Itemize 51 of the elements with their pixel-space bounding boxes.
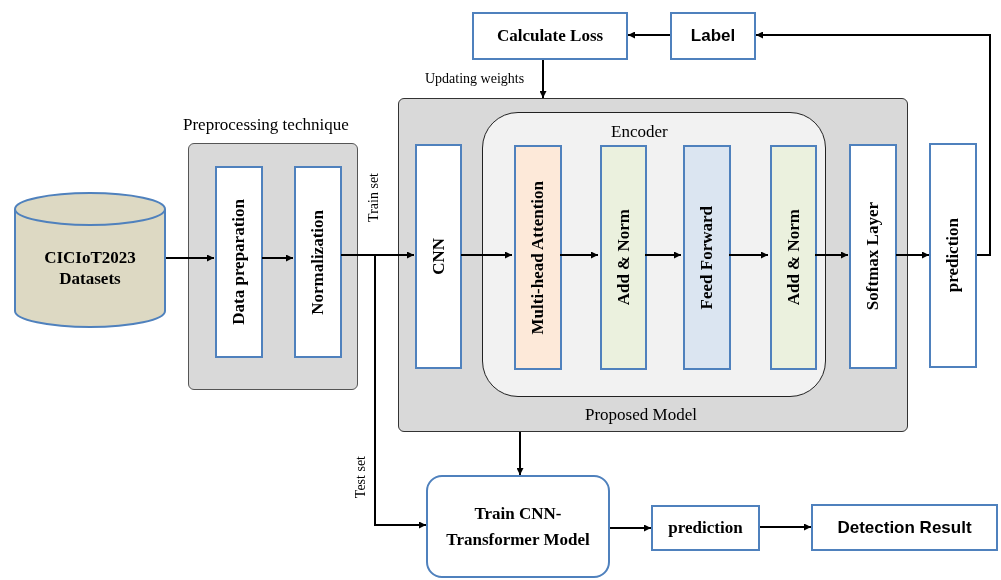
- layer-box: [600, 145, 647, 370]
- encoder-panel: [482, 112, 826, 397]
- process-box: [215, 166, 263, 358]
- arrow: [755, 31, 991, 256]
- node-label: Label: [690, 25, 736, 48]
- edge-label: Test set: [354, 455, 368, 500]
- process-box: [651, 505, 760, 551]
- group-heading: Encoder: [611, 121, 668, 143]
- process-box: [426, 475, 610, 578]
- node-label: Train CNN-Transformer Model: [445, 503, 591, 551]
- layer-label: Softmax Layer: [862, 202, 884, 311]
- layer-box: [415, 144, 462, 369]
- arrow: [627, 31, 671, 39]
- layer-label: prediction: [942, 218, 964, 293]
- node-label: CICIoT2023 Datasets: [43, 246, 137, 290]
- model-panel: [398, 98, 908, 432]
- arrow: [609, 524, 652, 532]
- arrow: [814, 251, 849, 259]
- node-label: Calculate Loss: [496, 25, 604, 48]
- process-box: [472, 12, 628, 60]
- process-box: [670, 12, 756, 60]
- arrow: [165, 254, 215, 262]
- layer-box: [770, 145, 817, 370]
- arrow: [728, 251, 769, 259]
- group-heading: Proposed Model: [585, 403, 697, 426]
- layer-label: Feed Forward: [696, 205, 718, 310]
- layer-label: Normalization: [307, 209, 329, 315]
- arrow: [895, 251, 930, 259]
- layer-box: [683, 145, 731, 370]
- group-heading: Preprocessing technique: [183, 114, 349, 136]
- arrow: [559, 251, 599, 259]
- process-box: [294, 166, 342, 358]
- process-box: [811, 504, 998, 551]
- node-label: Detection Result: [837, 516, 972, 539]
- layer-label: CNN: [427, 238, 449, 275]
- arrow: [516, 431, 524, 476]
- arrow: [261, 254, 294, 262]
- layer-label: Multi-head Attention: [527, 180, 549, 335]
- arrow: [759, 523, 812, 531]
- arrow: [644, 251, 682, 259]
- edge-label: Updating weights: [424, 72, 526, 86]
- arrow: [460, 251, 513, 259]
- layer-label: Data preparation: [228, 199, 250, 325]
- arrow: [539, 59, 547, 99]
- edge-label: Train set: [367, 172, 381, 223]
- process-box: [929, 143, 977, 368]
- node-label: prediction: [668, 517, 743, 540]
- layer-box: [514, 145, 562, 370]
- layer-label: Add & Norm: [782, 209, 804, 306]
- layer-label: Add & Norm: [612, 209, 634, 306]
- layer-box: [849, 144, 897, 369]
